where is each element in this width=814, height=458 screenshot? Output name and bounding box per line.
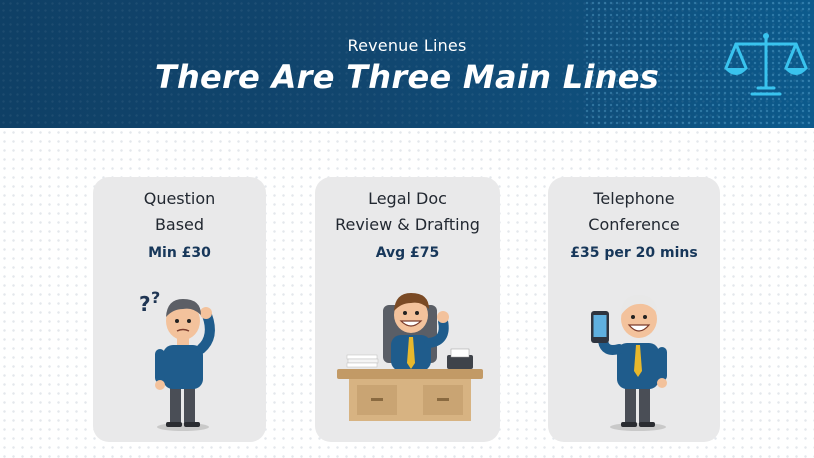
confused-man-illustration: ? ? [139, 288, 215, 431]
card-title-line1: Telephone [593, 189, 675, 208]
card-title-line2: Conference [588, 215, 680, 234]
card-title: Telephone Conference [548, 186, 720, 238]
man-with-phone-illustration [591, 295, 667, 431]
page-subtitle: Revenue Lines [347, 36, 467, 55]
card-price: Min £30 [148, 245, 211, 261]
card-price: Avg £75 [375, 245, 440, 261]
card-title: Question Based [93, 186, 266, 238]
card-title-line1: Question [143, 189, 216, 208]
card-title: Legal Doc Review & Drafting [315, 186, 500, 238]
card-title-line2: Based [154, 215, 205, 234]
man-at-desk-illustration [337, 293, 483, 421]
card-title-line1: Legal Doc [368, 189, 447, 208]
card-title-line2: Review & Drafting [335, 215, 480, 234]
card-price: £35 per 20 mins [570, 245, 698, 261]
revenue-card-legal-doc: Legal Doc Review & Drafting Avg £75 [315, 177, 500, 442]
revenue-card-question-based: Question Based Min £30 ? ? [93, 177, 266, 442]
svg-text:?: ? [139, 292, 151, 316]
header-digital-pattern [584, 0, 814, 128]
page-title: There Are Three Main Lines [154, 58, 660, 96]
header-banner: Revenue Lines There Are Three Main Lines [0, 0, 814, 128]
svg-text:?: ? [151, 288, 160, 307]
revenue-card-telephone-conference: Telephone Conference £35 per 20 mins [548, 177, 720, 442]
header-texture [0, 0, 814, 128]
scales-of-justice-icon [724, 33, 808, 96]
